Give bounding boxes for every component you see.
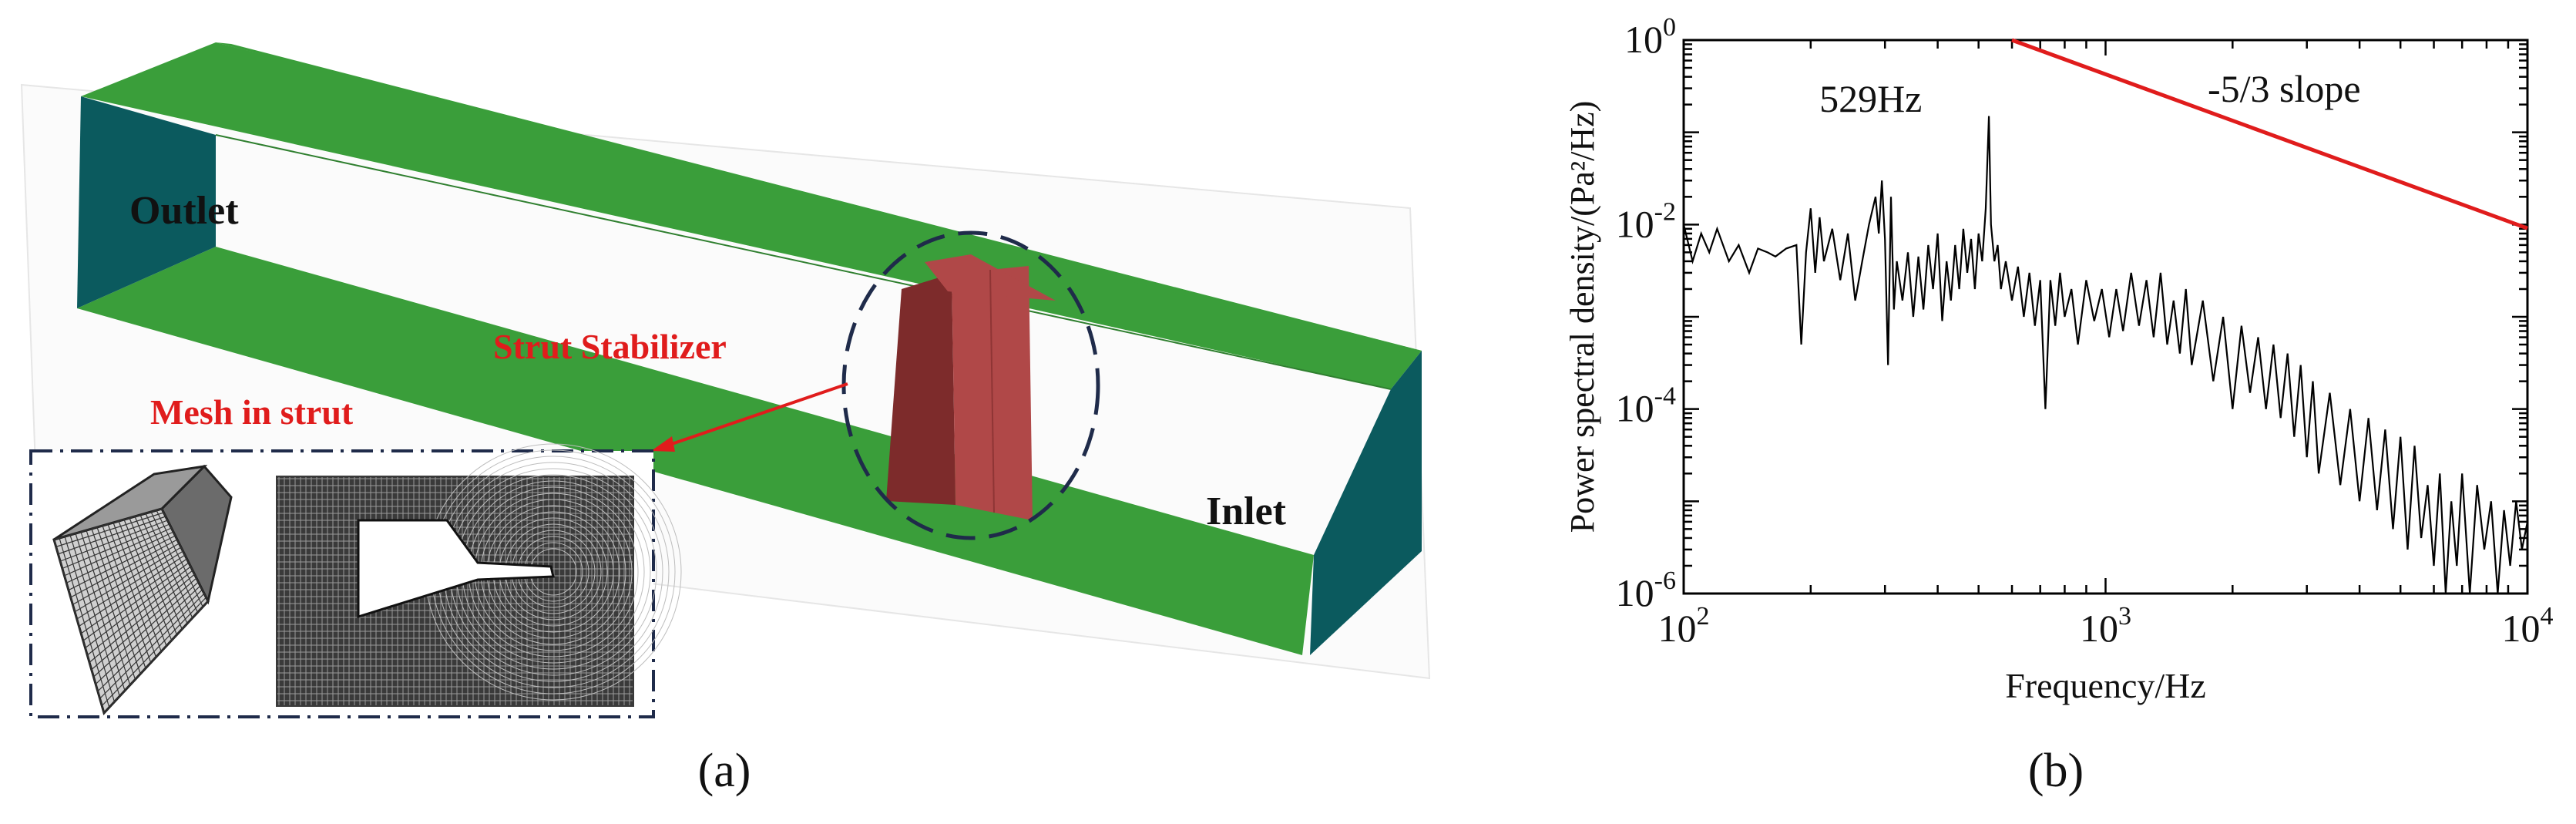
psd-series-line: [1682, 116, 2529, 594]
pointer-arrow-line: [662, 382, 848, 449]
strut-side-face: [886, 274, 956, 505]
y-tick-base: 10: [1616, 202, 1654, 245]
mesh-line: [53, 508, 163, 540]
x-tick-exponent: 3: [2118, 602, 2131, 631]
strut-stabilizer-label: Strut Stabilizer: [493, 327, 727, 366]
mesh-2d-section: [276, 443, 682, 707]
mesh-line: [65, 531, 174, 584]
y-tick-label: 10-2: [1616, 197, 1676, 245]
y-tick-exponent: 0: [1663, 13, 1676, 42]
y-tick-exponent: -6: [1654, 567, 1676, 595]
strut-cross-section: [357, 519, 555, 619]
mesh-line: [99, 593, 205, 699]
inlet-face: [1310, 351, 1422, 655]
panel-a: Outlet Inlet Strut Stabilizer Mesh in st…: [20, 42, 1431, 797]
mesh-line: [101, 597, 207, 707]
mesh-line: [64, 527, 172, 577]
outlet-label: Outlet: [129, 189, 239, 233]
channel-top-wall: [81, 42, 1422, 389]
caption-b: (b): [2028, 745, 2084, 797]
mesh-line: [95, 585, 201, 684]
mesh-line: [80, 558, 187, 634]
caption-a: (a): [698, 745, 751, 797]
strut-edge-line: [989, 269, 995, 513]
peak-annotation: 529Hz: [1819, 77, 1922, 120]
y-tick-label: 10-4: [1616, 382, 1676, 430]
mesh-line: [58, 516, 166, 555]
axis-ticks: [1682, 40, 2527, 595]
mesh-line: [76, 550, 183, 620]
x-tick-exponent: 4: [2541, 602, 2554, 631]
x-tick-label: 103: [2080, 602, 2131, 650]
y-tick-base: 10: [1616, 571, 1654, 614]
mesh-line: [70, 539, 178, 598]
channel-top-wall-edge: [216, 42, 1422, 355]
mesh-line: [91, 577, 197, 671]
mesh-2d-background: [276, 476, 634, 707]
mesh-line: [59, 520, 168, 562]
y-tick-label: 100: [1624, 13, 1676, 61]
mesh-line: [79, 554, 186, 627]
mesh-line: [97, 589, 203, 692]
mesh-line: [72, 543, 180, 605]
mesh-line: [93, 581, 199, 678]
x-tick-base: 10: [2080, 607, 2118, 650]
mesh-line: [103, 600, 209, 714]
mesh-line: [55, 512, 164, 547]
mesh-line: [62, 523, 170, 570]
y-tick-label: 10-6: [1616, 567, 1676, 614]
x-tick-exponent: 2: [1697, 602, 1710, 631]
y-tick-base: 10: [1616, 387, 1654, 430]
y-axis-label: Power spectral density/(Pa²/Hz): [1563, 101, 1601, 533]
y-tick-base: 10: [1624, 18, 1663, 61]
mesh-line: [89, 573, 195, 663]
x-tick-base: 10: [1658, 607, 1697, 650]
outlet-face: [77, 96, 216, 308]
x-tick-label: 102: [1658, 602, 1710, 650]
y-tick-exponent: -4: [1654, 382, 1676, 411]
mesh-line: [86, 570, 193, 656]
x-tick-label: 104: [2502, 602, 2554, 650]
x-tick-base: 10: [2502, 607, 2541, 650]
mesh-line: [85, 566, 191, 649]
mesh-label: Mesh in strut: [150, 392, 354, 432]
mesh-line: [82, 562, 190, 641]
inlet-label: Inlet: [1206, 489, 1287, 533]
pointer-arrow-head: [651, 436, 675, 452]
mesh-3d-strut: [52, 464, 233, 715]
y-tick-exponent: -2: [1654, 197, 1676, 226]
channel-bottom-wall: [77, 247, 1314, 655]
channel-edge-line: [215, 134, 1392, 390]
x-axis-label: Frequency/Hz: [2005, 666, 2206, 705]
slope-reference-line: [2011, 38, 2528, 230]
slope-annotation: -5/3 slope: [2208, 67, 2361, 110]
mesh-line: [74, 547, 182, 613]
mesh-line: [68, 535, 176, 591]
